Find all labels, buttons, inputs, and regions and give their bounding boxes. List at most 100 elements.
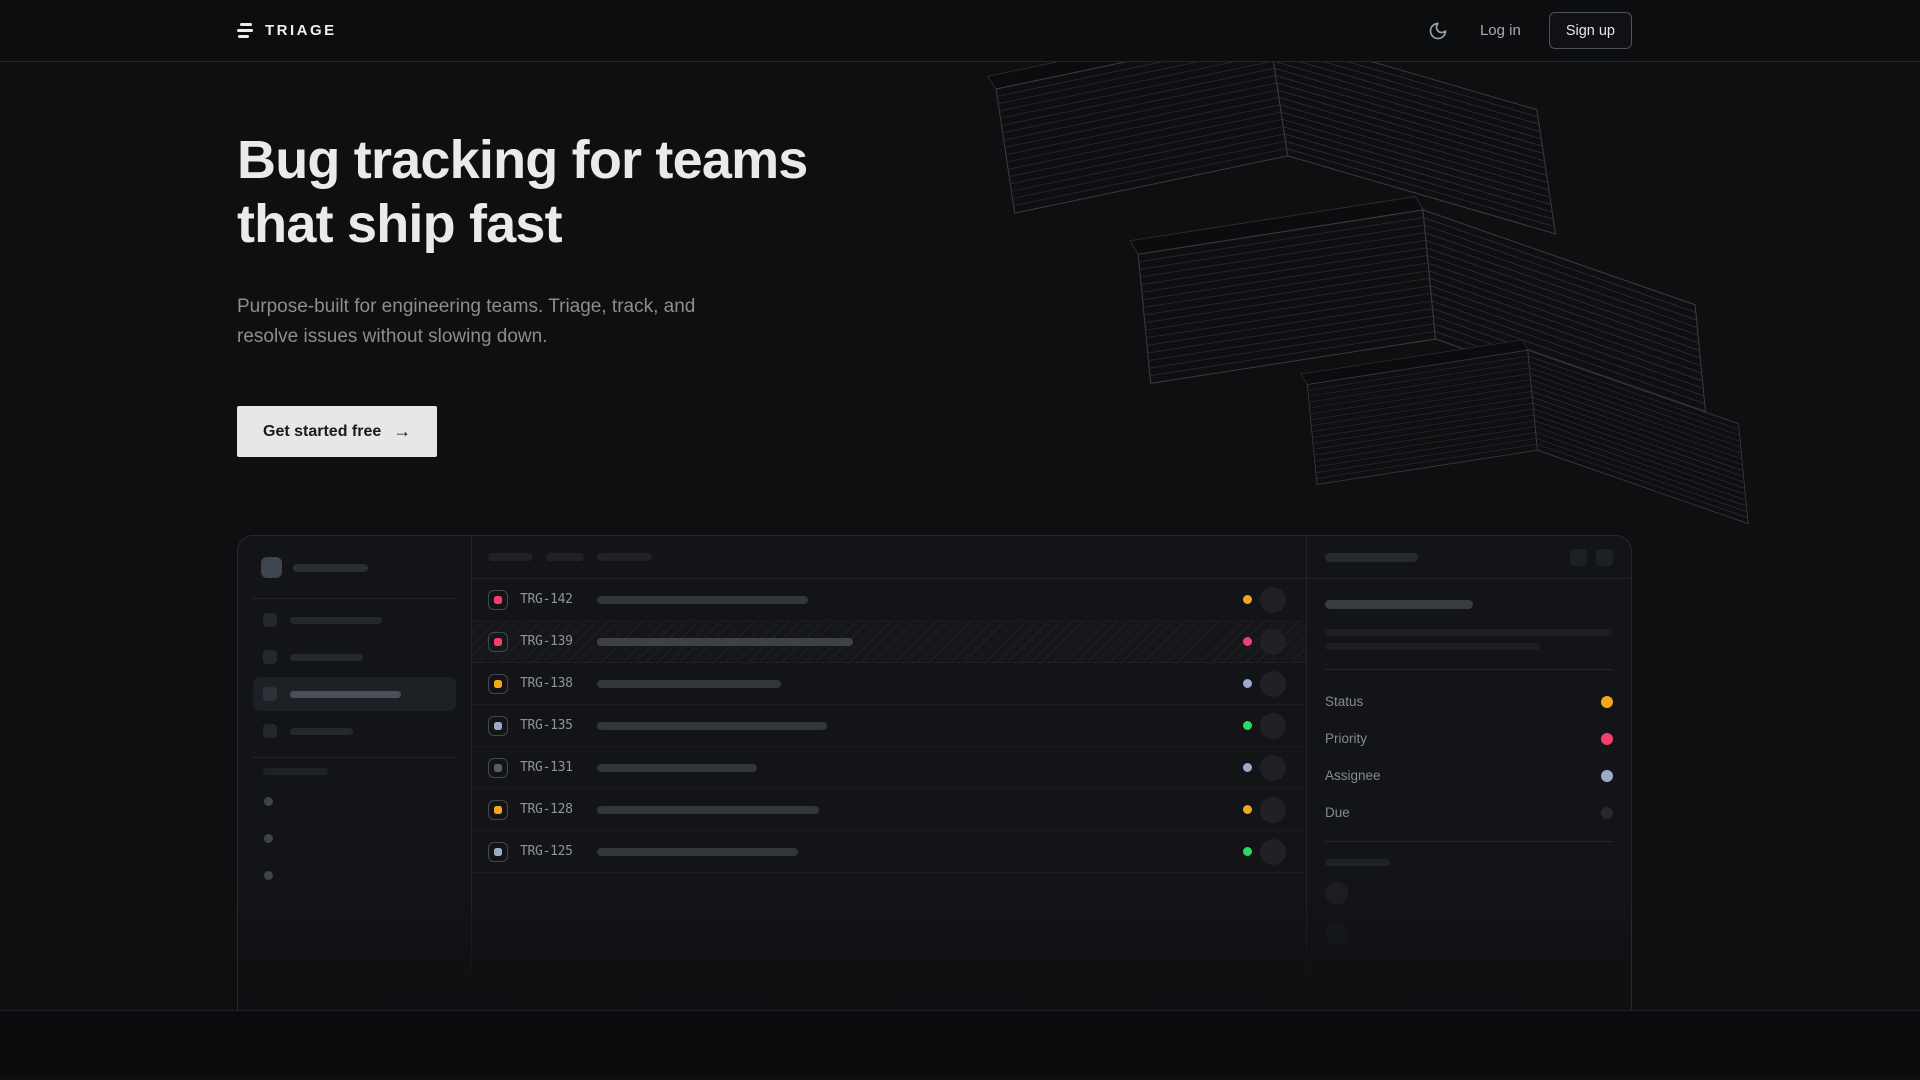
issue-status-dot [1243, 595, 1252, 604]
issue-status-dot [1243, 721, 1252, 730]
detail-actions [1570, 548, 1613, 566]
issue-type-icon [488, 757, 508, 778]
detail-action-button [1570, 548, 1587, 566]
activity-avatar [1325, 882, 1348, 905]
brand-logo[interactable]: TRIAGE [237, 22, 337, 39]
detail-field-row: Status [1325, 683, 1613, 720]
issue-key: TRG-142 [520, 592, 573, 607]
issue-type-dot [494, 847, 502, 856]
detail-field-row: Priority [1325, 720, 1613, 757]
filter-pill-placeholder [546, 553, 584, 561]
issue-type-icon [488, 589, 508, 610]
field-value-dot [1601, 695, 1613, 708]
mockup-nav-item [253, 603, 456, 637]
filter-pill-placeholder [597, 553, 652, 561]
theme-toggle-button[interactable] [1424, 17, 1452, 45]
issue-title-placeholder [1325, 600, 1473, 609]
issue-type-dot [494, 679, 502, 688]
field-label: Status [1325, 694, 1364, 709]
nav-item-icon [263, 724, 277, 738]
detail-title-placeholder [1325, 552, 1418, 562]
issue-status-dot [1243, 847, 1252, 856]
mockup-issue-row: TRG-131 [472, 747, 1306, 789]
issue-type-icon [488, 841, 508, 862]
issue-type-icon [488, 631, 508, 652]
issue-status-dot [1243, 637, 1252, 646]
issue-key: TRG-128 [520, 802, 573, 817]
mockup-nav-menu [253, 603, 456, 748]
login-link[interactable]: Log in [1479, 22, 1521, 39]
nav-item-icon [263, 687, 277, 701]
activity-avatar [1325, 922, 1348, 945]
field-label: Priority [1325, 731, 1368, 746]
issue-type-icon [488, 715, 508, 736]
issue-key: TRG-139 [520, 634, 573, 649]
mockup-issue-row: TRG-142 [472, 579, 1306, 621]
field-value-dot [1601, 732, 1613, 745]
sidebar-dot [264, 797, 273, 806]
detail-action-button [1596, 548, 1613, 566]
app-mockup: TRG-142 TRG-139 TRG-138 TRG-135 TRG- [237, 535, 1632, 1010]
nav-item-label-placeholder [290, 727, 353, 735]
mockup-list-header [472, 536, 1306, 579]
issue-title-placeholder [597, 595, 808, 604]
issue-title-placeholder [597, 721, 827, 730]
issue-key: TRG-131 [520, 760, 573, 775]
issue-title-placeholder [597, 805, 819, 814]
moon-icon [1429, 22, 1447, 39]
mockup-issue-row: TRG-139 [472, 621, 1306, 663]
mockup-detail-header [1307, 536, 1631, 579]
sidebar-dot [264, 871, 273, 880]
signup-button[interactable]: Sign up [1548, 12, 1632, 49]
section-title-placeholder [263, 768, 328, 775]
nav-item-icon [263, 650, 277, 664]
mockup-detail-panel: Status Priority Assignee Due [1307, 536, 1631, 1010]
issue-status-dot [1243, 679, 1252, 688]
issue-status-dot [1243, 805, 1252, 814]
issue-title-placeholder [597, 847, 798, 856]
nav-item-label-placeholder [290, 653, 363, 661]
mockup-nav-item [253, 714, 456, 748]
issue-status-dot [1243, 763, 1252, 772]
mockup-issue-row: TRG-138 [472, 663, 1306, 705]
issue-key: TRG-135 [520, 718, 573, 733]
issue-assignee-avatar [1260, 838, 1286, 865]
mockup-nav-item-active [253, 677, 456, 711]
detail-fields: Status Priority Assignee Due [1325, 683, 1613, 831]
issue-type-icon [488, 799, 508, 820]
field-value-dot [1601, 769, 1613, 782]
issue-key: TRG-138 [520, 676, 573, 691]
issue-type-dot [494, 763, 502, 772]
field-label: Due [1325, 805, 1350, 820]
arrow-right-icon: → [393, 421, 412, 441]
mockup-sidebar [238, 536, 472, 1010]
issue-type-dot [494, 721, 502, 730]
mockup-nav-item [253, 640, 456, 674]
issue-description-placeholder [1325, 643, 1540, 650]
divider [253, 598, 456, 599]
issue-assignee-avatar [1260, 670, 1286, 697]
mockup-issue-row: TRG-135 [472, 705, 1306, 747]
issue-type-icon [488, 673, 508, 694]
divider [253, 757, 456, 758]
nav-item-icon [263, 613, 277, 627]
mockup-issue-row: TRG-125 [472, 831, 1306, 873]
issue-assignee-avatar [1260, 796, 1286, 823]
page-footer [0, 1011, 1920, 1078]
field-value-dot [1601, 806, 1613, 819]
issue-type-dot [494, 595, 502, 604]
issue-type-dot [494, 637, 502, 646]
hero-subtitle: Purpose-built for engineering teams. Tri… [237, 296, 696, 347]
sidebar-dot [264, 834, 273, 843]
issue-description-placeholder [1325, 629, 1612, 636]
issue-list: TRG-142 TRG-139 TRG-138 TRG-135 TRG- [472, 579, 1306, 873]
issue-assignee-avatar [1260, 754, 1286, 781]
field-label: Assignee [1325, 768, 1381, 783]
get-started-button[interactable]: Get started free → [237, 406, 438, 457]
nav-item-label-placeholder [290, 616, 382, 624]
issue-title-placeholder [597, 763, 757, 772]
workspace-avatar [261, 557, 282, 578]
detail-field-row: Due [1325, 794, 1613, 831]
mockup-issue-list-panel: TRG-142 TRG-139 TRG-138 TRG-135 TRG- [472, 536, 1307, 1010]
